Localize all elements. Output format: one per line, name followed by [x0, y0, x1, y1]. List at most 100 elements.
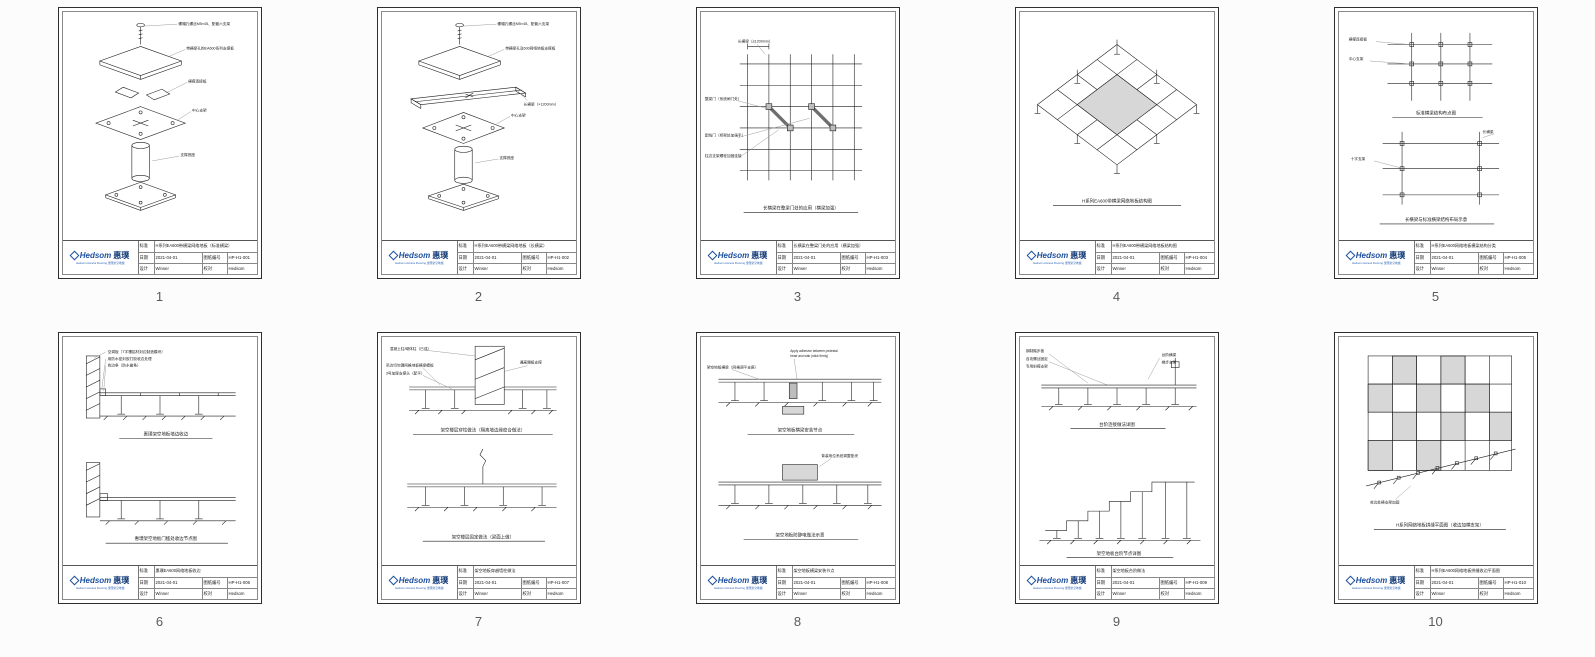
field-label-check: 校对 [839, 263, 865, 274]
sheet-cell: 空调板（T字槽铝材封边制造模块） 用防水密封胶打胶收边处理 收边条（防水嵌条） … [0, 332, 319, 657]
drawing-sheet-1[interactable]: 螺帽孔螺丝M5×45、配套六支架 带横梁孔的EA600系列支撑板 横撑连接板 中… [57, 7, 262, 279]
sheet-title: H系列EA600网络地板拼缝收边平面图 [1429, 566, 1533, 577]
field-label-standard: 标准 [777, 568, 787, 574]
annotation: 混凝土柱/砌体柱（已成） [389, 346, 430, 351]
sheet-frame: 螺帽孔螺丝M5×45、配套六支架 带横梁孔及600网络地板支撑板 长横梁（×12… [380, 11, 577, 275]
sheet-title: 惠璞EA600网络地板收边 [153, 566, 257, 577]
field-label-drawing-no: 图纸编号 [520, 577, 546, 588]
sheet-frame: 钢制踏步板 自攻螺丝固定 专用斜撑支架 台阶横梁 梯步支架 [1018, 336, 1215, 600]
field-label-design: 设计 [457, 588, 473, 599]
sheet-checker: Hedsom [1502, 263, 1533, 274]
sheet-designer: Winser [472, 588, 521, 599]
page-number: 6 [155, 614, 164, 629]
brand-name-en: Hedsom [398, 575, 431, 585]
annotation: 通高隔板支撑 [519, 360, 541, 365]
sheet-date: 2021-04-01 [472, 252, 521, 263]
brand-name-cn: 惠璞 [113, 250, 130, 260]
brand-name-cn: 惠璞 [113, 575, 130, 585]
sheet-checker: Hedsom [864, 588, 895, 599]
sheet-cell: 钢制踏步板 自攻螺丝固定 专用斜撑支架 台阶横梁 梯步支架 [957, 332, 1276, 657]
drawing-caption: 架空地板台阶节点详图 [1096, 550, 1141, 557]
brand-name-en: Hedsom [1355, 575, 1388, 585]
drawing-area: 长横梁（≤1200mm） 整梁门（系统闸门处） 配线门（桥架处加强手） 柱边支架… [701, 12, 895, 240]
annotation: 支撑底座 [180, 152, 195, 157]
title-block-table: 标准 H系列EA600带横梁网络地板结构图 日期 2021-04-01 图纸编号… [1095, 241, 1214, 274]
brand-name-en: Hedsom [717, 575, 750, 585]
sheet-checker: Hedsom [226, 263, 257, 274]
drawing-sheet-3[interactable]: 长横梁（≤1200mm） 整梁门（系统闸门处） 配线门（桥架处加强手） 柱边支架… [695, 7, 900, 279]
drawing-area: 收边处横支架加固 H系列网络地板拼缝平面图（收边加横支架） [1339, 337, 1533, 565]
field-label-date: 日期 [1095, 577, 1111, 588]
stair-step-sections-drawing: 钢制踏步板 自攻螺丝固定 专用斜撑支架 台阶横梁 梯步支架 [1025, 348, 1200, 558]
title-block-table: 标准 H系列EA600网络地板横梁结构分类 日期 2021-04-01 图纸编号… [1414, 241, 1533, 274]
field-label-date: 日期 [457, 577, 473, 588]
field-label-standard: 标准 [1096, 243, 1106, 249]
sheet-drawing-no: HP-H1-001 [226, 252, 257, 263]
sheet-date: 2021-04-01 [1429, 577, 1478, 588]
drawing-sheet-5[interactable]: 横撑连接板 中心支架 标准横梁结构布点图 长横梁 十字支架 长横梁与标准横梁结构… [1333, 7, 1538, 279]
drawing-sheet-7[interactable]: 混凝土柱/砌体柱（已成） 通高隔板支撑 吊边切勿漏网格地板横梁模板 3号加厚支撑… [376, 332, 581, 604]
field-label-standard: 标准 [139, 568, 149, 574]
sheet-checker: Hedsom [1183, 588, 1214, 599]
sheet-checker: Hedsom [226, 588, 257, 599]
drawing-sheet-9[interactable]: 钢制踏步板 自攻螺丝固定 专用斜撑支架 台阶横梁 梯步支架 [1014, 332, 1219, 604]
annotation: 收边处横支架加固 [1370, 499, 1400, 504]
isometric-grid-structure-drawing: H系列EA600带横梁网络地板结构图 [1034, 39, 1199, 206]
drawing-sheet-2[interactable]: 螺帽孔螺丝M5×45、配套六支架 带横梁孔及600网络地板支撑板 长横梁（×12… [376, 7, 581, 279]
field-label-design: 设计 [138, 588, 154, 599]
drawing-caption: 台阶连接做法详图 [1099, 421, 1135, 428]
drawing-caption: 架空地板横梁安装节点 [777, 427, 822, 434]
annotation: 自攻螺丝固定 [1025, 356, 1047, 361]
annotation: 中心支架 [192, 107, 207, 112]
field-label-standard: 标准 [1415, 243, 1425, 249]
drawing-area: 螺帽孔螺丝M5×45、配套六支架 带横梁孔及600网络地板支撑板 长横梁（×12… [382, 12, 576, 240]
logo-diamond-icon [69, 250, 80, 260]
drawing-sheet-6[interactable]: 空调板（T字槽铝材封边制造模块） 用防水密封胶打胶收边处理 收边条（防水嵌条） … [57, 332, 262, 604]
title-block-table: 标准 H系列EA600带横梁网络地板（标准横梁） 日期 2021-04-01 图… [138, 241, 257, 274]
logo-diamond-icon [1345, 250, 1356, 260]
field-label-check: 校对 [839, 588, 865, 599]
drawing-area: 横撑连接板 中心支架 标准横梁结构布点图 长横梁 十字支架 长横梁与标准横梁结构… [1339, 12, 1533, 240]
drawing-caption: 长横梁在整梁门处的应用（横梁加强） [763, 204, 839, 211]
sheet-title: H系列EA600网络地板横梁结构分类 [1429, 241, 1533, 252]
drawing-sheet-8[interactable]: Apply adhesive between pedestal head and… [695, 332, 900, 604]
annotation: Apply adhesive between pedestal [790, 349, 838, 353]
title-block-table: 标准 架空地板横梁安装节点 日期 2021-04-01 图纸编号 HP-H1-0… [776, 566, 895, 599]
sheet-designer: Winser [153, 263, 202, 274]
sheet-designer: Winser [791, 263, 840, 274]
sheet-designer: Winser [791, 588, 840, 599]
field-label-design: 设计 [1095, 588, 1111, 599]
brand-name-cn: 惠璞 [1389, 250, 1406, 260]
sheet-title: H系列EA600带横梁网络地板（标准横梁） [153, 241, 257, 252]
page-number: 7 [474, 614, 483, 629]
sheet-frame: 螺帽孔螺丝M5×45、配套六支架 带横梁孔的EA600系列支撑板 横撑连接板 中… [61, 11, 258, 275]
drawing-caption: 架空楼层穿柱做法（隔离墙边缘密合做法） [440, 427, 525, 434]
drawing-area: 钢制踏步板 自攻螺丝固定 专用斜撑支架 台阶横梁 梯步支架 [1020, 337, 1214, 565]
brand-name-cn: 惠璞 [751, 575, 768, 585]
field-label-date: 日期 [1095, 252, 1111, 263]
field-label-design: 设计 [138, 263, 154, 274]
sheet-checker: Hedsom [545, 588, 576, 599]
logo-diamond-icon [1026, 250, 1037, 260]
title-block-table: 标准 H系列EA600带横梁网络地板（长横梁） 日期 2021-04-01 图纸… [457, 241, 576, 274]
field-label-standard: 标准 [139, 243, 149, 249]
field-label-design: 设计 [1095, 263, 1111, 274]
sheet-designer: Winser [1110, 263, 1159, 274]
brand-name-en: Hedsom [79, 575, 112, 585]
page-number: 8 [793, 614, 802, 629]
annotation: 中心支架 [511, 112, 526, 117]
title-block-table: 标准 长横梁在整梁门处的应用（横梁加强） 日期 2021-04-01 图纸编号 … [776, 241, 895, 274]
